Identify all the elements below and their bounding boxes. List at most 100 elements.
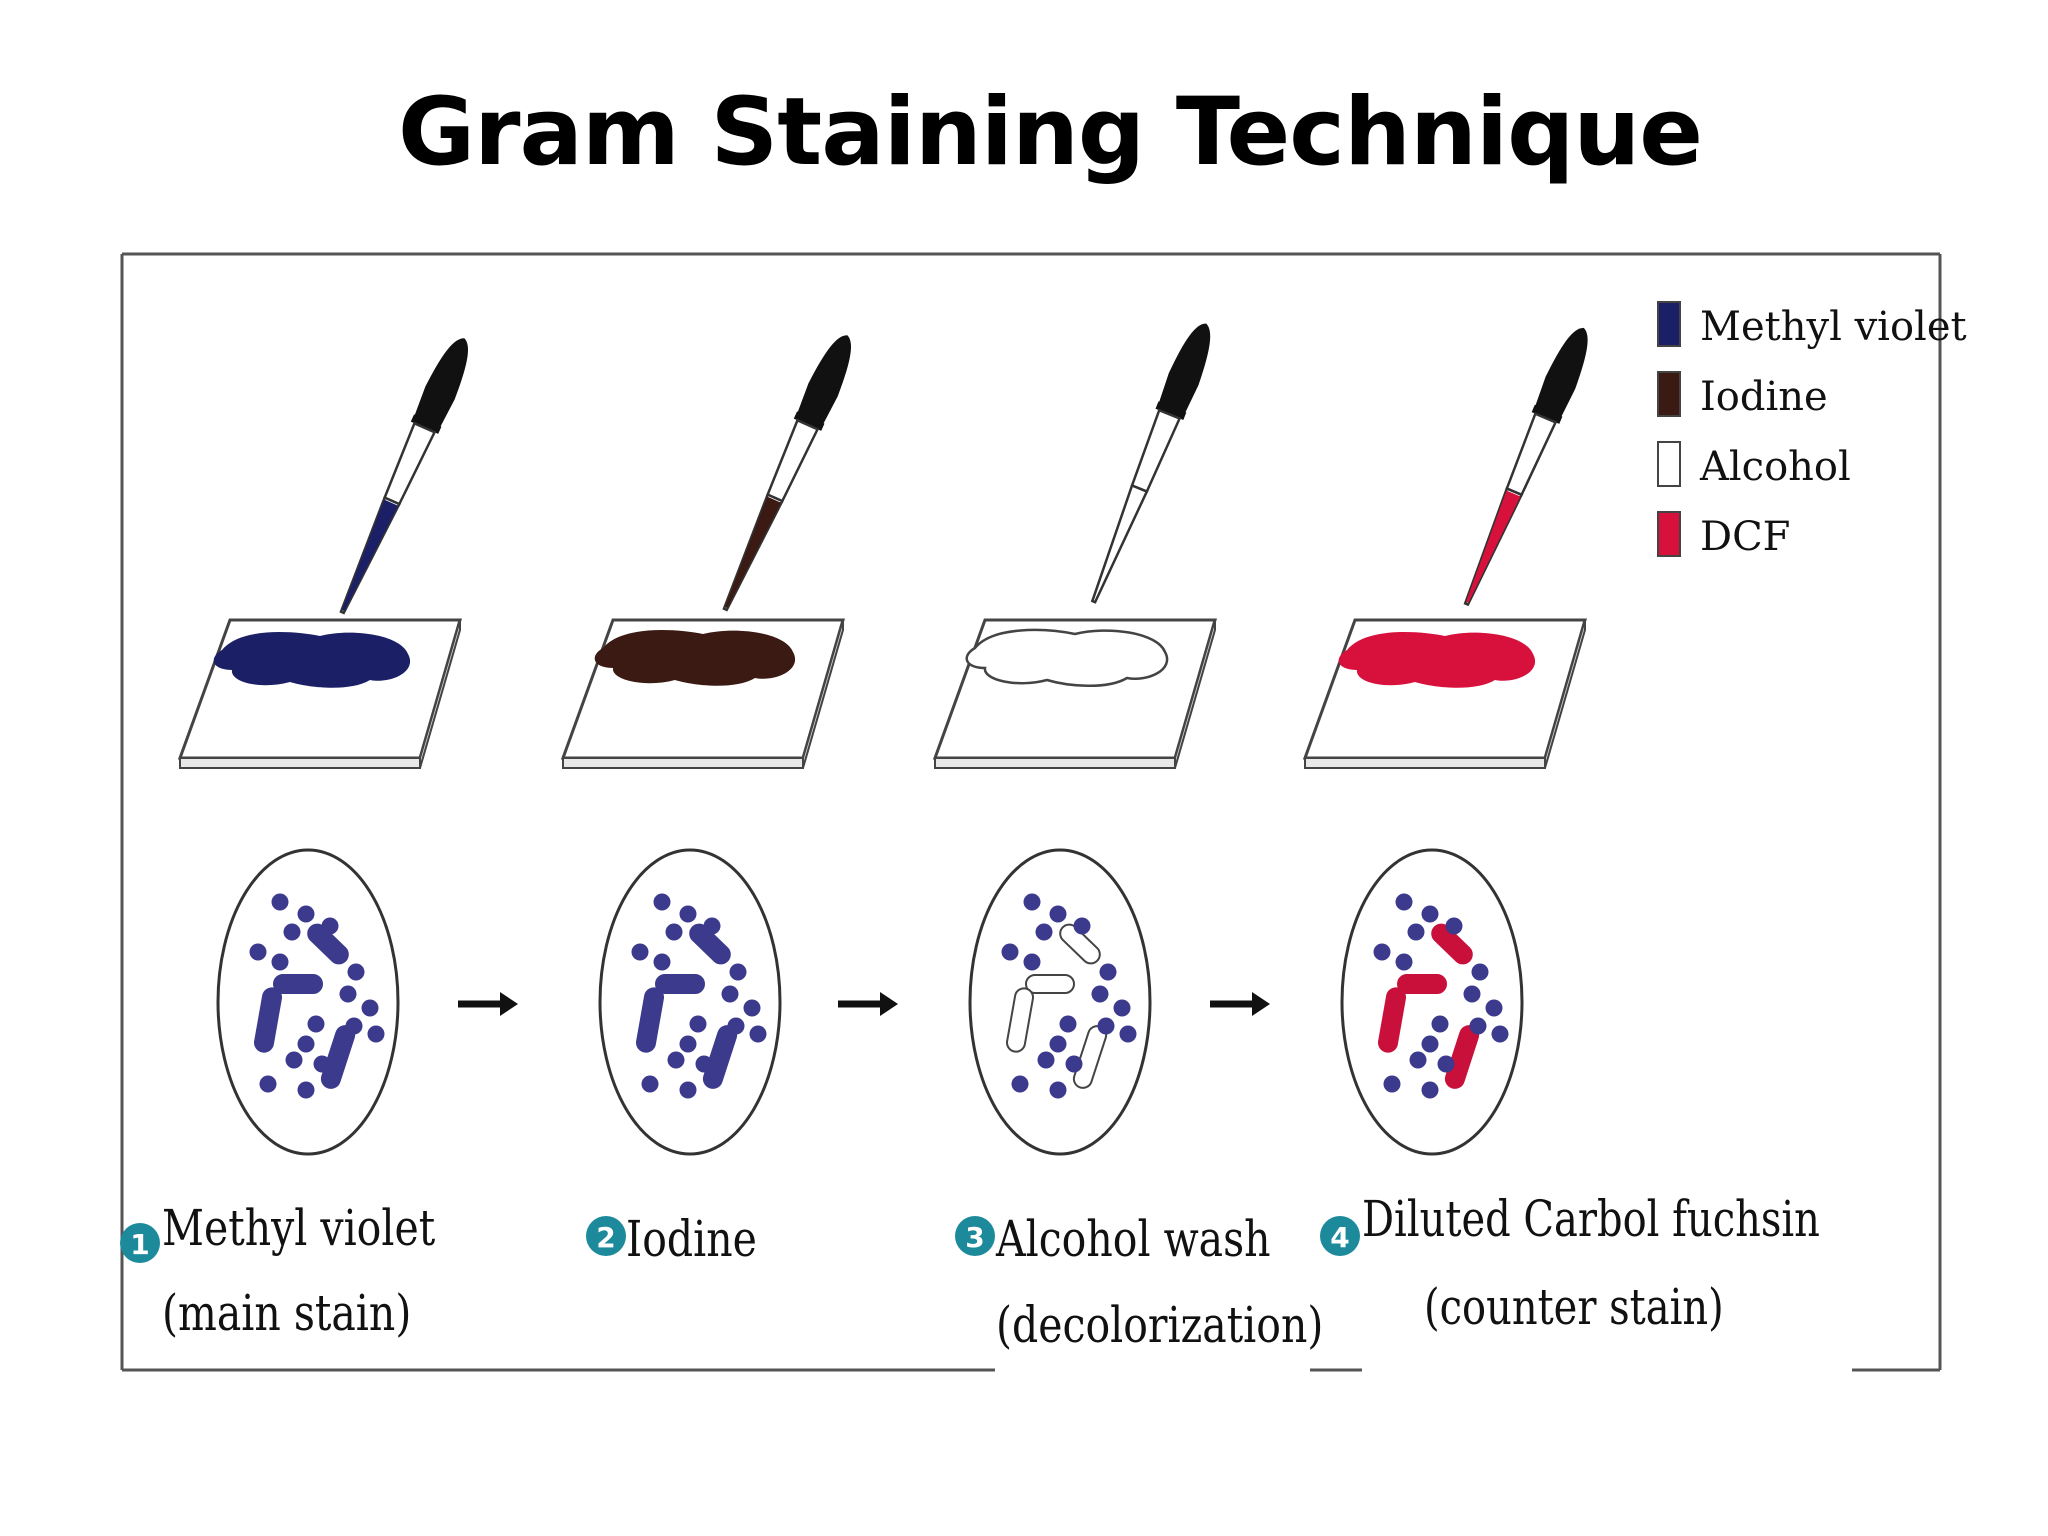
coccus-bacterium: [653, 893, 671, 911]
coccus-bacterium: [259, 1075, 277, 1093]
coccus-bacterium: [1049, 905, 1067, 923]
coccus-bacterium: [1059, 1015, 1077, 1033]
coccus-bacterium: [285, 1051, 303, 1069]
step-1-microscope-view: [216, 848, 400, 1156]
rod-bacterium: [1059, 923, 1101, 965]
legend-label: Iodine: [1700, 374, 1828, 420]
legend-item: DCF: [1657, 511, 1790, 560]
rod-bacterium: [1006, 987, 1034, 1053]
coccus-bacterium: [1037, 1051, 1055, 1069]
coccus-bacterium: [1395, 953, 1413, 971]
coccus-bacterium: [1011, 1075, 1029, 1093]
coccus-bacterium: [1091, 985, 1109, 1003]
coccus-bacterium: [667, 1051, 685, 1069]
coccus-bacterium: [631, 943, 649, 961]
step-2-microscope-view: [598, 848, 782, 1156]
coccus-bacterium: [347, 963, 365, 981]
coccus-bacterium: [345, 1017, 363, 1035]
arrow-right-icon: [1210, 992, 1270, 1016]
step-note: (counter stain): [1424, 1278, 1724, 1337]
step-4-microscope-view: [1340, 848, 1524, 1156]
step-3-microscope-view: [968, 848, 1152, 1156]
slide-title: Gram Staining Technique: [397, 78, 1703, 187]
legend-item: Methyl violet: [1657, 301, 1967, 350]
step-note: (main stain): [162, 1284, 411, 1342]
legend-label: DCF: [1700, 514, 1790, 560]
coccus-bacterium: [1421, 1035, 1439, 1053]
coccus-bacterium: [1097, 1017, 1115, 1035]
coccus-bacterium: [679, 1035, 697, 1053]
coccus-bacterium: [1383, 1075, 1401, 1093]
coccus-bacterium: [1491, 1025, 1509, 1043]
step-1-caption: 1 Methyl violet (main stain): [120, 1199, 436, 1342]
coccus-bacterium: [249, 943, 267, 961]
coccus-bacterium: [1373, 943, 1391, 961]
rod-bacterium: [655, 974, 705, 994]
legend-item: Iodine: [1657, 371, 1828, 420]
step-1-slide: [178, 618, 462, 770]
coccus-bacterium: [1065, 1055, 1083, 1073]
rod-bacterium: [636, 987, 664, 1053]
coccus-bacterium: [307, 1015, 325, 1033]
coccus-bacterium: [339, 985, 357, 1003]
coccus-bacterium: [743, 999, 761, 1017]
step-name: Diluted Carbol fuchsin: [1362, 1190, 1820, 1249]
step-number-badge: 3: [965, 1221, 984, 1254]
coccus-bacterium: [1049, 1081, 1067, 1099]
coccus-bacterium: [721, 985, 739, 1003]
step-3-slide: [933, 618, 1217, 770]
coccus-bacterium: [1407, 923, 1425, 941]
coccus-bacterium: [653, 953, 671, 971]
legend-item: Alcohol: [1657, 441, 1851, 490]
step-name: Alcohol wash: [995, 1210, 1270, 1268]
step-3-pipette: [1077, 316, 1223, 609]
step-2-slide: [561, 618, 845, 770]
rod-bacterium: [1378, 987, 1406, 1053]
rod-bacterium: [1431, 923, 1473, 965]
coccus-bacterium: [665, 923, 683, 941]
coccus-bacterium: [1437, 1055, 1455, 1073]
coccus-bacterium: [1035, 923, 1053, 941]
step-name: Methyl violet: [162, 1199, 436, 1257]
coccus-bacterium: [271, 893, 289, 911]
coccus-bacterium: [1431, 1015, 1449, 1033]
coccus-bacterium: [1469, 1017, 1487, 1035]
coccus-bacterium: [1463, 985, 1481, 1003]
coccus-bacterium: [1445, 917, 1463, 935]
step-4-slide: [1303, 618, 1587, 770]
step-2-pipette: [709, 327, 864, 618]
coccus-bacterium: [367, 1025, 385, 1043]
coccus-bacterium: [679, 905, 697, 923]
step-4-pipette: [1450, 320, 1600, 612]
coccus-bacterium: [1421, 905, 1439, 923]
step-note: (decolorization): [996, 1296, 1323, 1354]
rod-bacterium: [273, 974, 323, 994]
step-number-badge: 2: [596, 1221, 615, 1254]
coccus-bacterium: [283, 923, 301, 941]
figure-frame: [120, 252, 1942, 1372]
coccus-bacterium: [749, 1025, 767, 1043]
coccus-bacterium: [703, 917, 721, 935]
legend: Methyl violet Iodine Alcohol DCF: [1657, 301, 1967, 560]
coccus-bacterium: [695, 1055, 713, 1073]
coccus-bacterium: [313, 1055, 331, 1073]
coccus-bacterium: [1023, 893, 1041, 911]
coccus-bacterium: [271, 953, 289, 971]
coccus-bacterium: [679, 1081, 697, 1099]
coccus-bacterium: [689, 1015, 707, 1033]
coccus-bacterium: [1421, 1081, 1439, 1099]
coccus-bacterium: [297, 1035, 315, 1053]
coccus-bacterium: [1001, 943, 1019, 961]
rod-bacterium: [1397, 974, 1447, 994]
arrow-right-icon: [458, 992, 518, 1016]
arrow-right-icon: [838, 992, 898, 1016]
coccus-bacterium: [297, 905, 315, 923]
coccus-bacterium: [1049, 1035, 1067, 1053]
legend-label: Methyl violet: [1700, 304, 1967, 350]
coccus-bacterium: [641, 1075, 659, 1093]
step-4-caption: 4 Diluted Carbol fuchsin (counter stain): [1320, 1190, 1820, 1337]
coccus-bacterium: [1023, 953, 1041, 971]
coccus-bacterium: [1073, 917, 1091, 935]
coccus-bacterium: [1113, 999, 1131, 1017]
